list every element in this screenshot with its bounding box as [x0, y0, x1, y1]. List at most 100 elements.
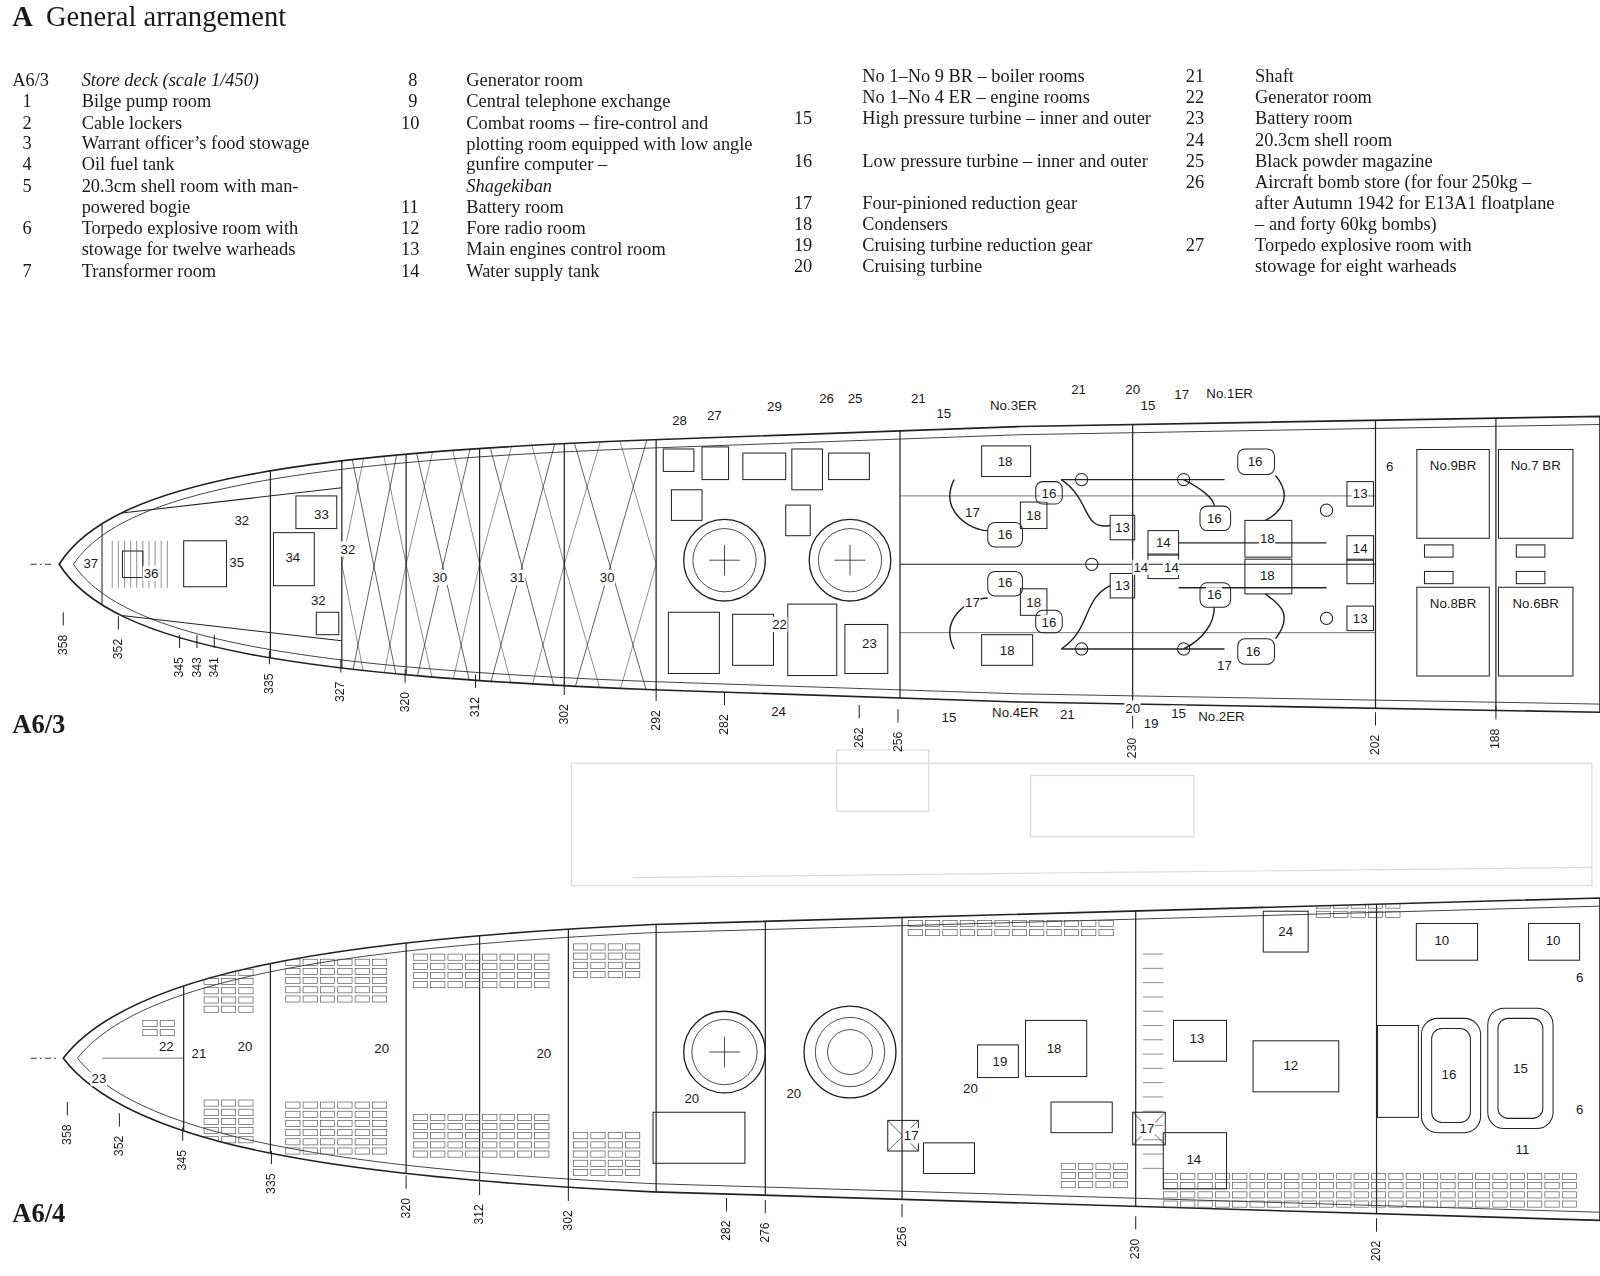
callout-number: 17 [903, 1128, 920, 1143]
bunk-symbol [1351, 902, 1365, 908]
bunk-symbol [1267, 1173, 1281, 1179]
callout-number: 14 [1352, 540, 1369, 555]
turbine-outline [988, 522, 1023, 546]
bunk-symbol [465, 963, 479, 969]
bunk-symbol [517, 1151, 531, 1157]
key-number: 17 [794, 193, 812, 214]
bunk-symbol [465, 1133, 479, 1139]
bunk-symbol [355, 987, 369, 993]
frame-number: 202 [1369, 734, 1382, 756]
bunk-symbol [1064, 930, 1078, 936]
steam-pipe [950, 480, 988, 531]
bunk-symbol [535, 972, 549, 978]
callout-number: 16 [1206, 587, 1223, 602]
bunk-symbol [239, 979, 253, 985]
machinery-outline [184, 541, 227, 587]
key-number: 19 [794, 235, 812, 256]
frame-tick [340, 659, 341, 672]
key-text: Battery room [1255, 108, 1352, 129]
key-text: Cruising turbine reduction gear [862, 235, 1092, 256]
bunk-symbol [591, 944, 605, 950]
bunk-symbol [978, 930, 992, 936]
callout-number: 10 [1545, 933, 1562, 948]
bunk-symbol [1354, 1173, 1368, 1179]
key-number: 6 [22, 217, 31, 238]
bunk-symbol [500, 1142, 514, 1148]
bunk-symbol [465, 1114, 479, 1120]
bunk-symbol [303, 1130, 317, 1136]
compartment-line [102, 488, 342, 641]
key-number: 8 [408, 69, 417, 90]
callout-number: 19 [1143, 716, 1160, 731]
key-text: Shaft [1255, 65, 1294, 86]
key-text: Cruising turbine [862, 256, 982, 277]
bunk-symbol [1441, 1192, 1455, 1198]
bunk-symbol [221, 988, 235, 994]
bunk-symbol [608, 953, 622, 959]
bunk-symbol [908, 930, 922, 936]
bunk-symbol [431, 1114, 445, 1120]
bunk-symbol [1267, 1201, 1281, 1207]
bunk-symbol [483, 972, 497, 978]
bunk-symbol [1562, 1192, 1576, 1198]
key-number: 15 [794, 108, 812, 129]
bunk-symbol [591, 1142, 605, 1148]
gear-outline [1347, 606, 1374, 630]
frame-tick [196, 635, 197, 648]
boiler-room-box: No.8BR [1416, 587, 1489, 677]
bunk-symbol [483, 1114, 497, 1120]
bunk-symbol [1047, 920, 1061, 926]
bunk-symbol [608, 962, 622, 968]
bunk-symbol [239, 1137, 253, 1143]
bunk-symbol [355, 1139, 369, 1145]
bunk-symbol [573, 1169, 587, 1175]
bunk-symbol [372, 987, 386, 993]
cable-locker-hatch [161, 541, 162, 588]
callout-number: 6 [1575, 970, 1584, 985]
compartment-fitting [733, 614, 774, 665]
bunk-symbol [608, 1142, 622, 1148]
key-text: No 1–No 4 ER – engine rooms [862, 87, 1090, 108]
key-text: Shagekiban [466, 176, 552, 197]
bunk-symbol [286, 1102, 300, 1108]
key-text: Main engines control room [466, 239, 665, 260]
barbette-circle [818, 529, 881, 592]
bunk-symbol [1061, 1163, 1075, 1169]
bunk-symbol [204, 969, 218, 975]
callout-number: 18 [997, 454, 1014, 469]
bunk-symbol [591, 1151, 605, 1157]
bunk-symbol [320, 996, 334, 1002]
bunk-symbol [320, 1139, 334, 1145]
frame-number: 230 [1126, 737, 1139, 759]
frame-tick [1495, 706, 1496, 719]
barbette-circle [693, 529, 756, 592]
section-letter: A [12, 0, 33, 33]
centre-mark [724, 545, 725, 576]
deck-hatching [1143, 1111, 1163, 1112]
bunk-symbol [204, 988, 218, 994]
callout-number: 10 [1433, 933, 1450, 948]
frame-tick [656, 688, 657, 701]
bunk-symbol [465, 972, 479, 978]
bunk-symbol [1441, 1201, 1455, 1207]
bunk-symbol [1302, 1201, 1316, 1207]
callout-number: 20 [373, 1040, 390, 1055]
bunk-symbol [535, 963, 549, 969]
bunk-symbol [1079, 1163, 1093, 1169]
shaft-line [1061, 648, 1224, 649]
bunk-symbol [465, 1151, 479, 1157]
frame-number: 327 [334, 681, 347, 703]
compartment-fitting [1263, 911, 1308, 952]
bunk-symbol [1096, 1182, 1110, 1188]
bulkhead-line [1135, 888, 1136, 1230]
bunk-symbol [1476, 1183, 1490, 1189]
bunk-symbol [372, 968, 386, 974]
turbine-outline [1200, 583, 1231, 607]
bunk-symbol [1198, 1173, 1212, 1179]
callout-number: 17 [1216, 658, 1233, 673]
callout-number: 17 [964, 594, 981, 609]
bunk-symbol [204, 1137, 218, 1143]
bunk-symbol [1061, 1172, 1075, 1178]
tank-diagonal [342, 408, 406, 724]
callout-number: 18 [1259, 568, 1276, 583]
